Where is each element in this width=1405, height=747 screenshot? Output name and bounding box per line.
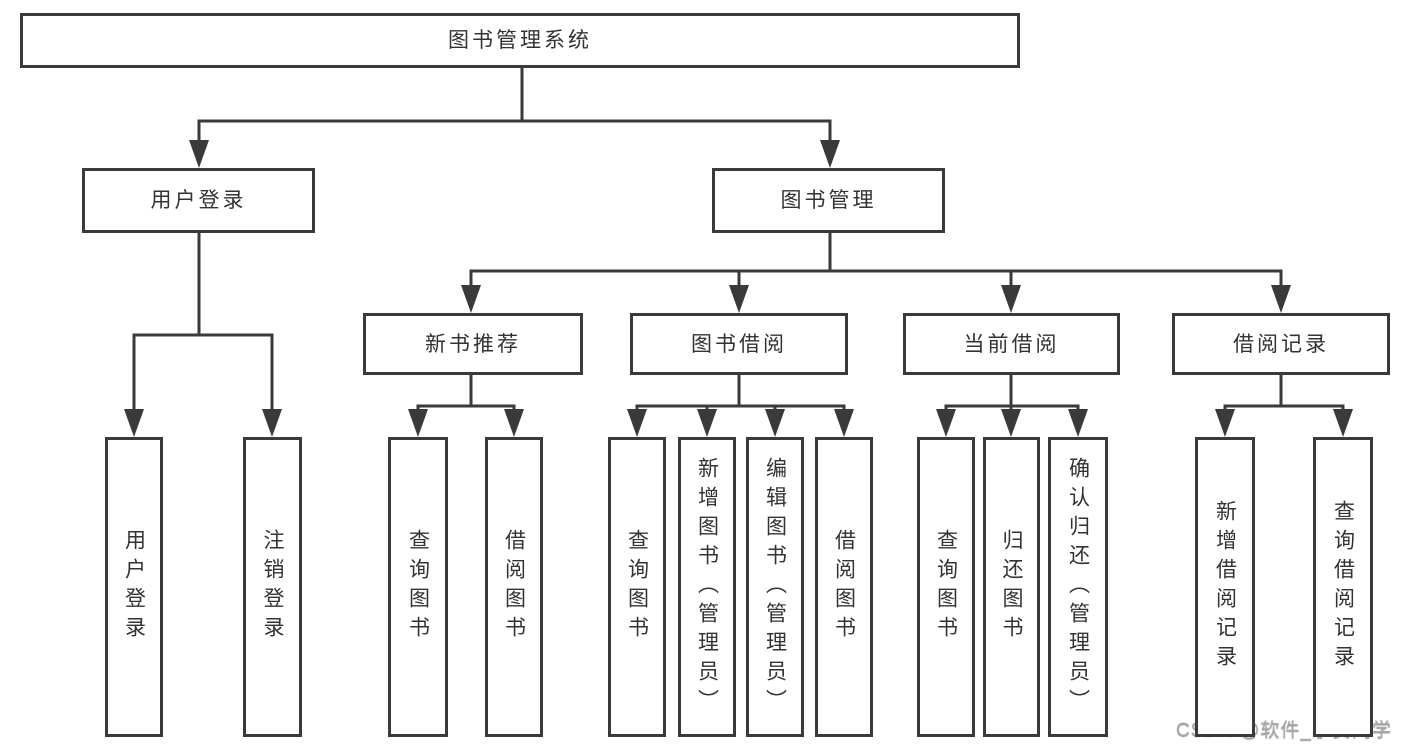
arrowhead-icon (820, 140, 840, 168)
node-leaf-query-book-1: 查询图书 (388, 437, 448, 737)
node-leaf-user-login: 用户登录 (105, 437, 163, 737)
arrowhead-icon (627, 409, 647, 437)
arrowhead-icon (765, 409, 785, 437)
arrowhead-icon (461, 285, 481, 313)
arrowhead-icon (729, 285, 749, 313)
arrowhead-icon (1271, 285, 1291, 313)
arrowhead-icon (1068, 409, 1088, 437)
arrowhead-icon (262, 409, 282, 437)
node-book-management: 图书管理 (712, 168, 945, 233)
node-leaf-borrow-book-1: 借阅图书 (485, 437, 543, 737)
arrowhead-icon (1001, 285, 1021, 313)
arrowhead-icon (936, 409, 956, 437)
node-leaf-return-book: 归还图书 (983, 437, 1040, 737)
node-leaf-edit-book: 编辑图书（管理员） (746, 437, 804, 737)
node-current-borrow: 当前借阅 (903, 313, 1120, 375)
arrowhead-icon (408, 409, 428, 437)
node-user-login: 用户登录 (82, 168, 315, 233)
node-borrow-record: 借阅记录 (1172, 313, 1390, 375)
node-leaf-query-book-3: 查询图书 (917, 437, 975, 737)
node-root: 图书管理系统 (20, 13, 1020, 68)
arrowhead-icon (1333, 409, 1353, 437)
arrowhead-icon (834, 409, 854, 437)
arrowhead-icon (189, 140, 209, 168)
arrowhead-icon (1001, 409, 1021, 437)
node-leaf-add-borrow-record: 新增借阅记录 (1195, 437, 1255, 737)
node-book-borrow: 图书借阅 (630, 313, 848, 375)
node-new-book-recommend: 新书推荐 (363, 313, 583, 375)
node-leaf-confirm-return: 确认归还（管理员） (1048, 437, 1108, 737)
node-leaf-query-borrow-record: 查询借阅记录 (1313, 437, 1373, 737)
node-leaf-add-book: 新增图书（管理员） (678, 437, 736, 737)
arrowhead-icon (504, 409, 524, 437)
node-leaf-borrow-book-2: 借阅图书 (815, 437, 873, 737)
arrowhead-icon (697, 409, 717, 437)
arrowhead-icon (124, 409, 144, 437)
arrowhead-icon (1215, 409, 1235, 437)
node-leaf-query-book-2: 查询图书 (608, 437, 666, 737)
node-leaf-logout: 注销登录 (243, 437, 302, 737)
